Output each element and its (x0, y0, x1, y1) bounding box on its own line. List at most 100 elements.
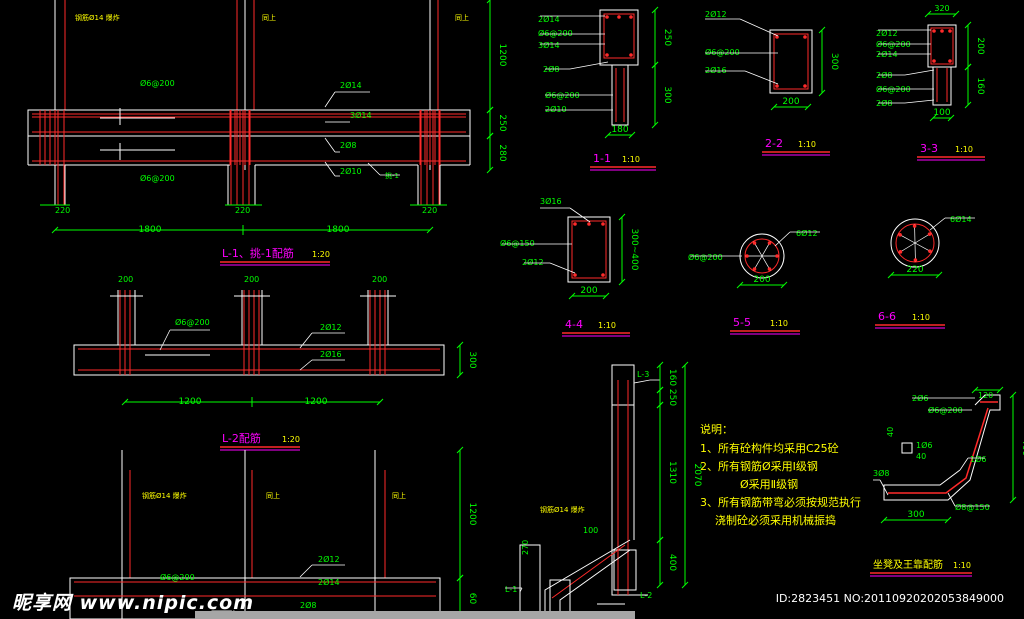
dim-tick (486, 0, 491, 4)
rebar-dot (898, 250, 903, 254)
label-dim-1200-top: 1200 (497, 44, 507, 67)
dim-tick (628, 131, 636, 139)
leader-line (324, 91, 336, 108)
section-1-1-stem (611, 64, 629, 126)
label-d-6at150: Ø8@150 (955, 502, 990, 512)
label-s66-220: 220 (906, 265, 923, 275)
label-mid2: 同上 (455, 13, 469, 22)
leader-line (299, 564, 313, 578)
leader-line (929, 217, 946, 231)
dim-tick (486, 166, 494, 174)
label-note2: 2、所有钢筋Ø采用Ⅰ级钢 (700, 459, 818, 473)
label-d-1d6: 1Ø6 (916, 440, 932, 450)
rebar-dot (803, 84, 807, 88)
label-s22-2d12: 2Ø12 (705, 9, 727, 19)
label-d-scale: 1:10 (953, 561, 971, 570)
rebar-dot (573, 273, 577, 277)
column-outline (611, 365, 648, 596)
label-s55-6d12: 6Ø12 (796, 228, 818, 238)
label-s55-200: 200 (753, 275, 770, 285)
label-s22-200: 200 (782, 97, 799, 107)
dim-tick (568, 292, 576, 300)
leader-line (324, 137, 336, 153)
label-s22-6at200: Ø6@200 (705, 47, 740, 57)
label-l2-1200-a: 1200 (179, 397, 202, 407)
dim-tick (456, 446, 464, 454)
dim-tick (656, 386, 664, 394)
leader-line (367, 162, 381, 176)
dim-tick (736, 281, 744, 289)
label-note1: 1、所有砼构件均采用C25砼 (700, 441, 839, 455)
label-s11-180: 180 (611, 125, 628, 135)
spiral-rebar (895, 223, 935, 263)
dim-tick (456, 371, 464, 379)
dim-tick (656, 536, 664, 544)
dim-tick (971, 386, 979, 394)
rebar-dot (752, 241, 757, 245)
leader-line (744, 70, 779, 85)
label-s66-title: 6-6 (878, 310, 896, 323)
rebar-dot (928, 249, 932, 253)
dim-tick (604, 131, 612, 139)
section-6-6-circle (890, 218, 940, 268)
label-s11-3d14: 3Ø14 (538, 40, 560, 50)
label-note3b: 浇制砼必须采用机械振捣 (715, 513, 836, 527)
label-s11-6at200: Ø6@200 (538, 28, 573, 38)
label-col-160: 160 (667, 369, 677, 386)
label-l1-title: L-1、挑-1配筋 (222, 246, 294, 260)
label-d-title: 坐凳及王靠配筋 (873, 558, 943, 571)
dim-tick (651, 61, 659, 69)
label-l1-220-c: 220 (422, 206, 437, 215)
label-s11-2d14: 2Ø14 (538, 14, 560, 24)
dim-tick (996, 386, 1004, 394)
label-l1-220-a: 220 (55, 206, 70, 215)
dim-tick (924, 10, 932, 18)
label-s44-3d16: 3Ø16 (540, 196, 562, 206)
label-btm-mid2: 同上 (392, 491, 406, 500)
beam-l1-section (519, 544, 541, 619)
label-col-l2: L-2 (640, 591, 652, 600)
leader-line (959, 457, 969, 471)
leader-line (904, 69, 935, 76)
dim-tick (880, 516, 888, 524)
label-l2-6at200: Ø6@200 (175, 317, 210, 327)
rebar-dot (913, 258, 918, 262)
rebar-dot (767, 241, 772, 245)
label-l1-6at200-b: Ø6@200 (140, 173, 175, 183)
label-l2-200-c: 200 (372, 275, 387, 284)
dim-tick (376, 398, 384, 406)
label-s55-6at200: Ø6@200 (688, 252, 723, 262)
label-d-1d6b: 1Ø6 (970, 454, 986, 464)
label-l1-arrow: 挑-1 (385, 171, 399, 180)
label-s44-title: 4-4 (565, 318, 583, 331)
dim-tick (964, 21, 972, 29)
rebar-dot (927, 232, 932, 236)
leader-line (299, 359, 313, 371)
dim-tick (456, 574, 464, 582)
label-s33-title: 3-3 (920, 142, 938, 155)
leader-line (519, 587, 523, 593)
dim-tick (486, 132, 494, 140)
label-l2-200-b: 200 (244, 275, 259, 284)
label-s33-scale: 1:10 (955, 145, 973, 154)
dim-tick (929, 114, 937, 122)
label-dim-280: 280 (497, 144, 507, 161)
label-l2-200-a: 200 (118, 275, 133, 284)
leader-line (299, 332, 313, 349)
dim-tick (656, 401, 664, 409)
label-s22-300: 300 (829, 53, 839, 70)
label-btm-6at200: Ø6@200 (160, 572, 195, 582)
section-3-3-stem (932, 66, 952, 106)
label-btm-2d14: 2Ø14 (318, 577, 340, 587)
rebar-dot (775, 84, 779, 88)
label-col-100: 100 (583, 526, 598, 535)
stair-slab (544, 539, 631, 619)
label-notes-title: 说明： (700, 422, 733, 436)
label-d-40a: 40 (886, 427, 895, 437)
dim-tick (426, 226, 434, 234)
label-l1-scale: 1:20 (312, 250, 330, 259)
rebar-dot (940, 29, 944, 33)
dim-tick (818, 89, 826, 97)
bench-outline (883, 394, 1001, 501)
small-stirrup (901, 442, 913, 454)
